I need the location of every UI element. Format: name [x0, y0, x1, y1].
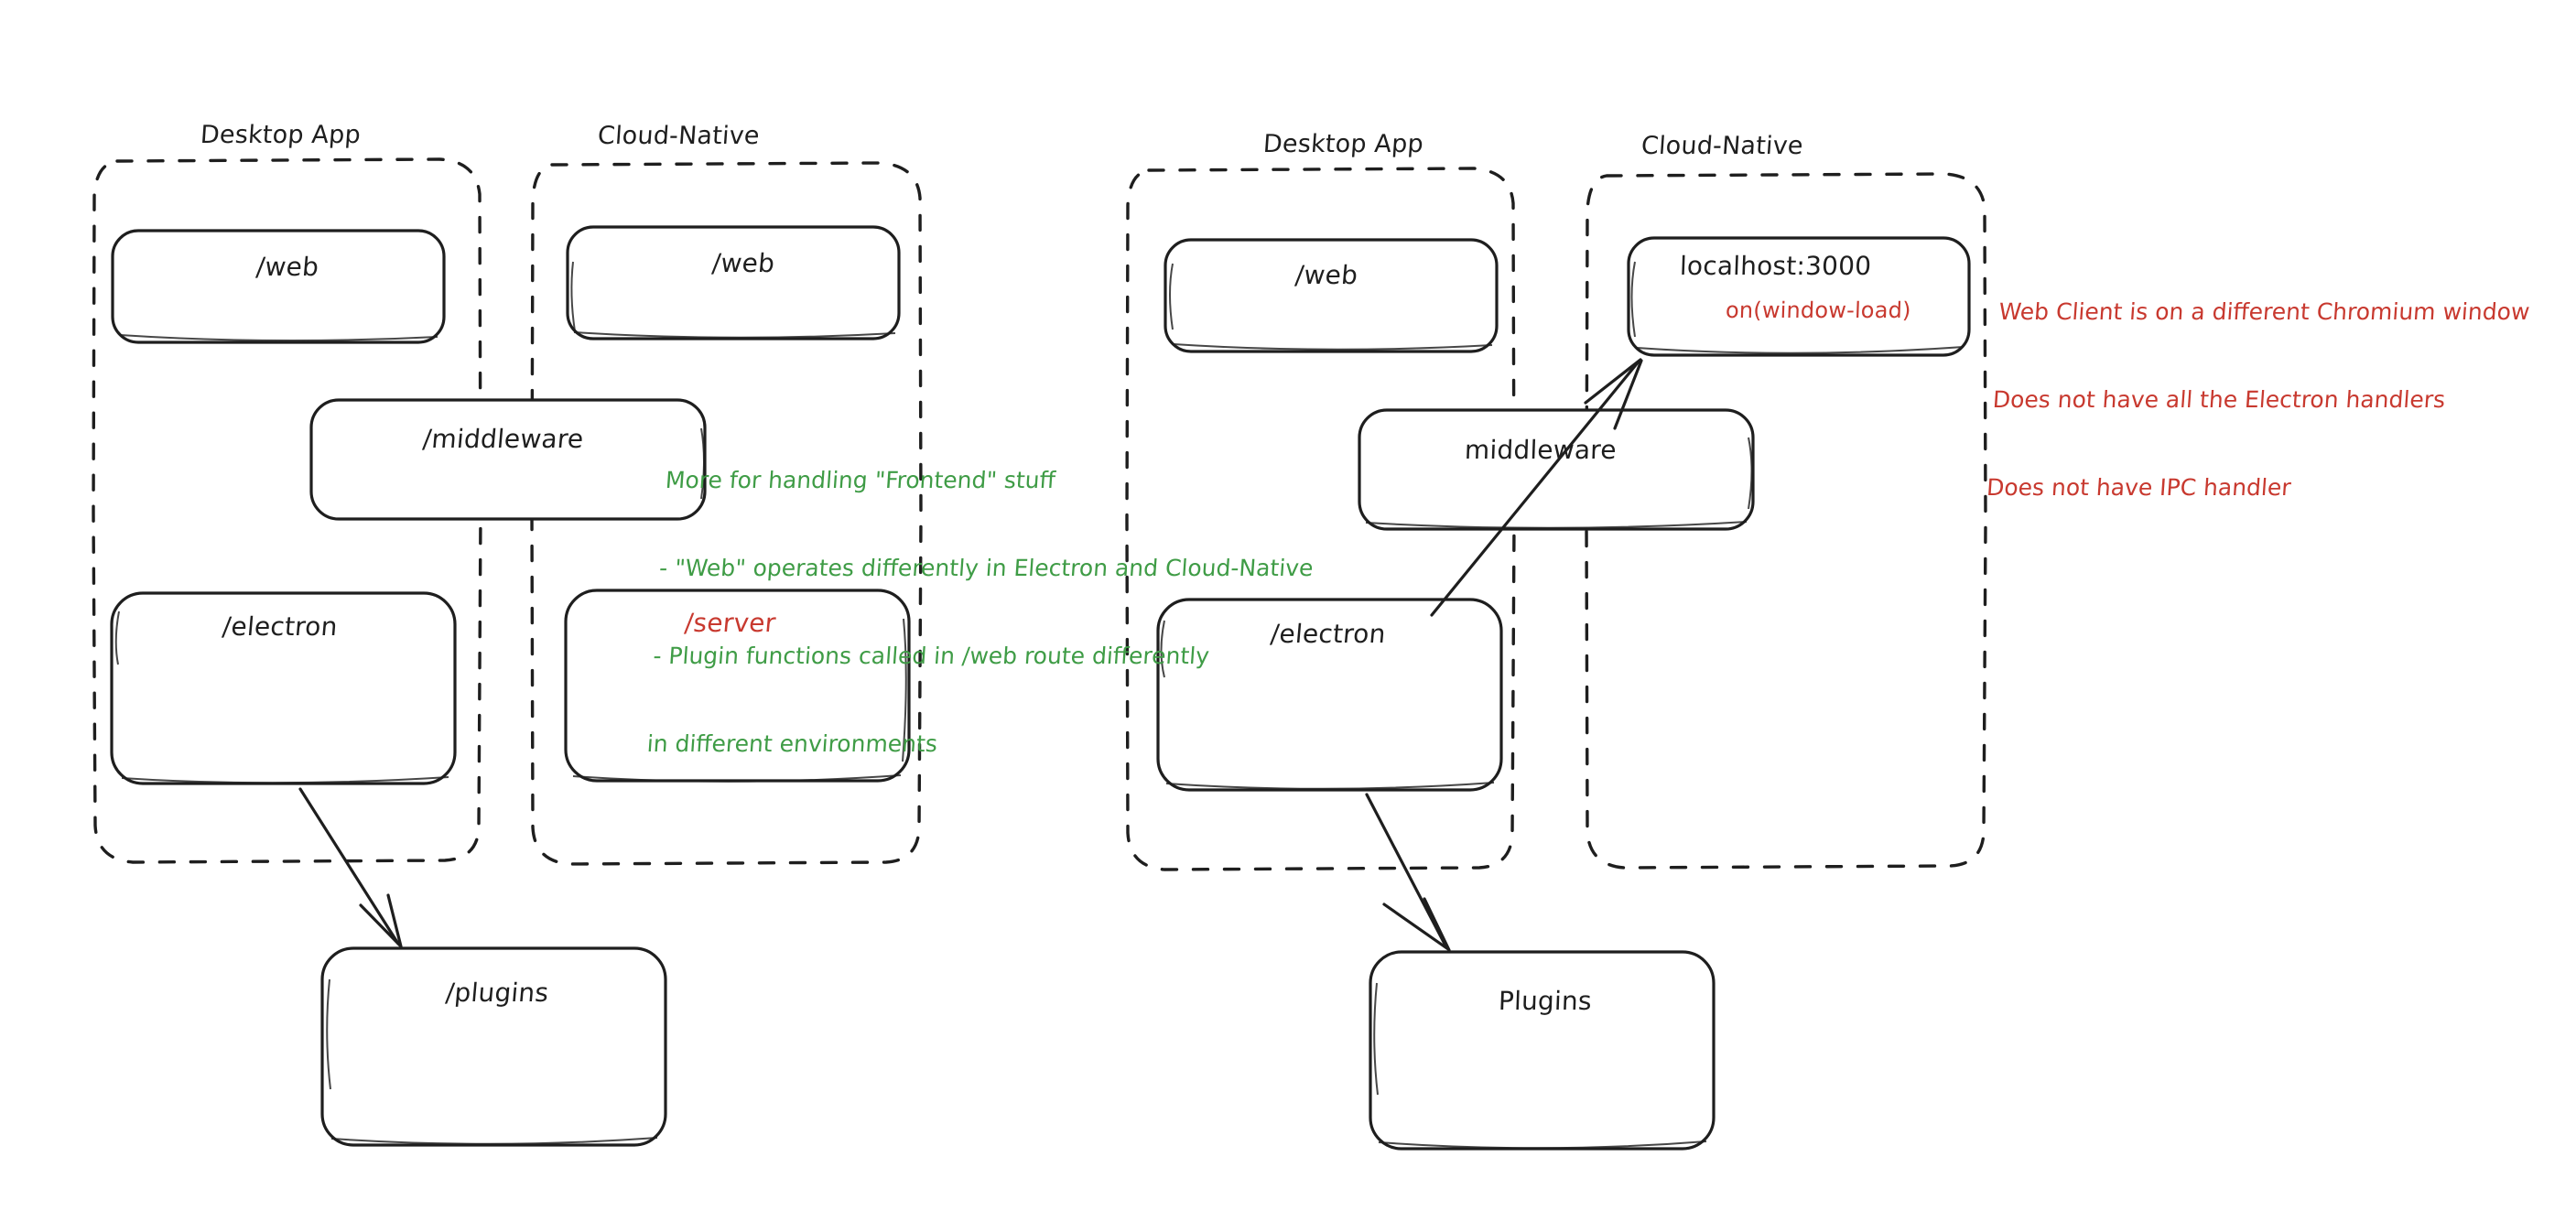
node-right-plugins[interactable] — [1369, 950, 1716, 1151]
node-label-right-localhost: localhost:3000 — [1679, 251, 1872, 281]
arrow-right-electron-to-plugins — [1365, 793, 1451, 952]
node-left-electron[interactable] — [110, 591, 457, 785]
annotation-red-line-1: Web Client is on a different Chromium wi… — [1997, 298, 2531, 325]
group-title-left-cloud: Cloud-Native — [596, 122, 761, 150]
node-label-left-web: /web — [254, 252, 320, 282]
node-label-left-middleware: /middleware — [421, 424, 585, 454]
group-border-right-cloud — [1585, 172, 1987, 870]
group-title-left-desktop: Desktop App — [199, 121, 362, 149]
node-right-middleware[interactable] — [1358, 408, 1755, 531]
node-label-left-web-cloud: /web — [710, 248, 776, 278]
annotation-red-line-2: Does not have all the Electron handlers — [1991, 386, 2447, 413]
node-sublabel-on-window-load: on(window-load) — [1725, 297, 1912, 323]
node-right-electron[interactable] — [1156, 598, 1503, 792]
node-right-localhost[interactable] — [1627, 236, 1971, 357]
group-title-right-desktop: Desktop App — [1261, 130, 1424, 158]
group-title-right-cloud: Cloud-Native — [1640, 132, 1804, 160]
annotation-red-line-3: Does not have IPC handler — [1986, 474, 2292, 501]
annotation-green-line-4: in different environments — [645, 730, 938, 757]
node-right-web[interactable] — [1164, 238, 1499, 353]
group-border-right-desktop — [1125, 167, 1516, 871]
annotation-green-line-3: - Plugin functions called in /web route … — [652, 643, 1210, 669]
node-left-web-cloud[interactable] — [566, 225, 901, 340]
node-label-right-web: /web — [1293, 260, 1359, 290]
group-border-left-cloud — [530, 161, 923, 866]
arrow-right-electron-to-localhost — [1430, 358, 1643, 617]
arrow-left-electron-to-plugins — [298, 787, 403, 948]
node-label-left-electron: /electron — [221, 611, 340, 642]
node-left-middleware[interactable] — [309, 398, 707, 521]
group-border-left-desktop — [92, 157, 482, 864]
node-left-server[interactable] — [564, 589, 911, 783]
node-label-right-plugins: Plugins — [1498, 986, 1593, 1016]
node-left-web[interactable] — [111, 229, 446, 344]
annotation-red-note: Web Client is on a different Chromium wi… — [1984, 239, 2535, 532]
annotation-green-line-2: - "Web" operates differently in Electron… — [658, 555, 1315, 581]
node-left-plugins[interactable] — [320, 946, 667, 1147]
annotation-green-note: More for handling "Frontend" stuff - "We… — [644, 407, 1324, 788]
node-label-right-middleware: middleware — [1464, 435, 1618, 465]
annotation-green-line-1: More for handling "Frontend" stuff — [664, 467, 1056, 493]
node-label-left-plugins: /plugins — [444, 978, 550, 1008]
